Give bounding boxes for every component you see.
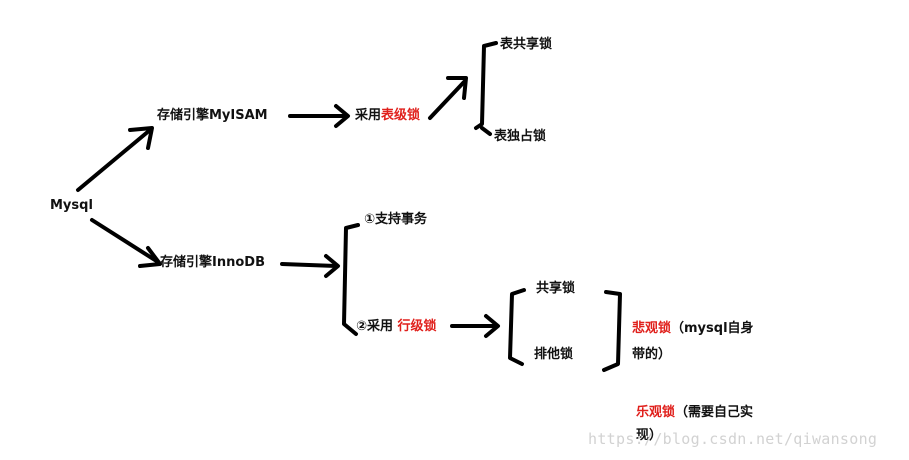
node-table-exclusive-lock: 表独占锁	[494, 129, 547, 144]
arrow-head-rowlock-to-bracket	[484, 314, 500, 338]
arrow-mysql-to-innodb	[90, 218, 160, 264]
arrow-head-mysql-to-myisam	[128, 126, 154, 150]
node-pessimistic-lock-note-2: 带的）	[632, 347, 672, 362]
node-pessimistic-lock-note: （mysql自身	[671, 321, 754, 336]
arrow-mysql-to-myisam	[76, 128, 152, 192]
node-optimistic-lock-note: （需要自己实	[675, 405, 754, 420]
node-pessimistic-lock-label: 悲观锁	[632, 321, 672, 336]
node-myisam: 存储引擎MyISAM	[157, 108, 268, 123]
arrow-head-mysql-to-innodb	[138, 246, 162, 268]
bracket-tick-table-exclusive	[480, 126, 492, 136]
node-innodb: 存储引擎InnoDB	[160, 255, 265, 270]
bracket-row-locks-right	[602, 290, 622, 372]
node-mysql: Mysql	[50, 198, 93, 213]
node-innodb-lock-type: 行级锁	[397, 319, 437, 334]
bracket-innodb-features	[342, 223, 360, 336]
node-support-transactions: ①支持事务	[364, 212, 428, 227]
arrow-innodb-to-bracket	[280, 262, 338, 268]
node-myisam-lock-prefix: 采用	[355, 108, 382, 123]
arrow-head-innodb-to-bracket	[324, 254, 340, 278]
node-exclusive-lock: 排他锁	[534, 347, 574, 362]
arrow-tablelock-to-bracket	[428, 80, 466, 120]
arrow-head-myisam-to-lock	[334, 104, 350, 128]
node-optimistic-lock: 乐观锁（需要自己实	[636, 405, 753, 421]
node-innodb-lock-prefix: ②采用	[356, 319, 394, 334]
node-pessimistic-lock: 悲观锁（mysql自身	[632, 321, 754, 337]
node-shared-lock: 共享锁	[536, 281, 576, 296]
node-optimistic-lock-label: 乐观锁	[636, 405, 676, 420]
node-myisam-lock: 采用表级锁	[355, 108, 420, 124]
arrow-head-tablelock-to-bracket	[446, 76, 468, 100]
node-innodb-lock: ②采用 行级锁	[356, 319, 437, 335]
node-optimistic-lock-note-2: 现）	[636, 428, 663, 443]
watermark: https://blog.csdn.net/qiwansong	[588, 430, 878, 448]
node-table-shared-lock: 表共享锁	[500, 37, 553, 52]
node-myisam-lock-type: 表级锁	[381, 108, 421, 123]
bracket-table-locks	[474, 41, 498, 130]
bracket-row-locks-left	[508, 288, 526, 366]
